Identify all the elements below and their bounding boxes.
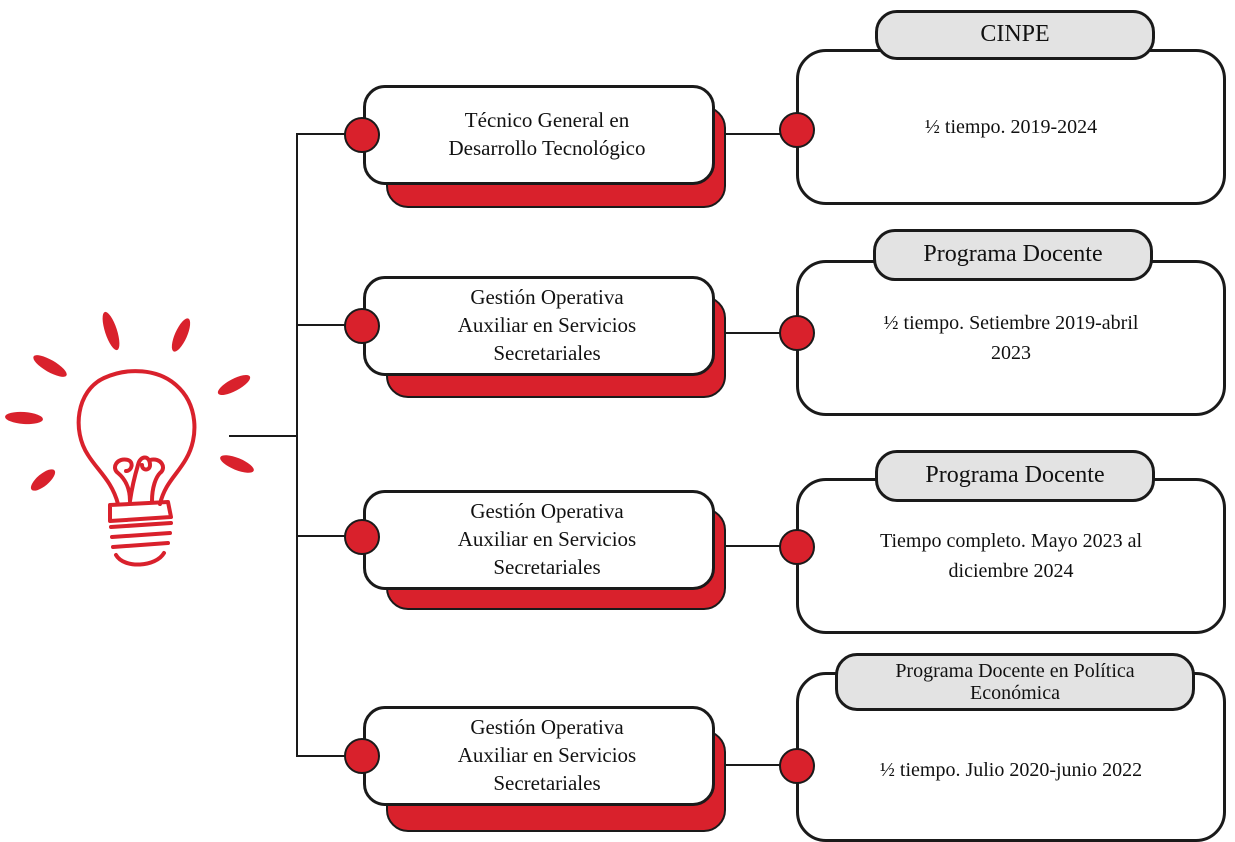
detail-card-text: ½ tiempo. Julio 2020-junio 2022 <box>879 759 1143 781</box>
program-node: Gestión Operativa Auxiliar en Servicios … <box>363 706 715 806</box>
detail-tab-label: Programa Docente <box>925 462 1105 489</box>
program-node: Gestión Operativa Auxiliar en Servicios … <box>363 276 715 376</box>
program-node: Gestión Operativa Auxiliar en Servicios … <box>363 490 715 590</box>
ray-mark <box>30 469 56 491</box>
program-node-label: Gestión Operativa Auxiliar en Servicios … <box>457 499 637 579</box>
node-marker <box>344 308 380 344</box>
ray-mark <box>102 311 120 351</box>
card-marker <box>779 748 815 784</box>
detail-tab: Programa Docente en Política Económica <box>835 653 1195 711</box>
branch-line <box>296 755 360 757</box>
link-line <box>715 133 805 135</box>
detail-card: ½ tiempo. Setiembre 2019-abril 2023 <box>796 260 1226 416</box>
bulb-glass <box>76 369 197 506</box>
trunk-line <box>296 133 298 757</box>
card-marker <box>779 529 815 565</box>
link-line <box>715 764 805 766</box>
node-marker <box>344 738 380 774</box>
ray-mark <box>220 455 254 473</box>
card-marker <box>779 112 815 148</box>
program-node-label: Técnico General en Desarrollo Tecnológic… <box>448 108 646 160</box>
ray-mark <box>171 318 191 352</box>
bulb-base <box>108 500 173 567</box>
ray-mark <box>33 355 67 377</box>
card-marker <box>779 315 815 351</box>
detail-card: Tiempo completo. Mayo 2023 al diciembre … <box>796 478 1226 634</box>
bulb-filament <box>113 455 165 503</box>
ray-mark <box>5 411 43 425</box>
detail-card-text: ½ tiempo. Setiembre 2019-abril 2023 <box>883 312 1139 364</box>
detail-tab-label: CINPE <box>980 21 1050 48</box>
detail-tab: Programa Docente <box>875 450 1155 502</box>
bulb-connector <box>229 435 298 437</box>
branch-line <box>296 324 360 326</box>
program-node-label: Gestión Operativa Auxiliar en Servicios … <box>457 285 637 365</box>
detail-tab: CINPE <box>875 10 1155 60</box>
detail-tab-label: Programa Docente <box>923 241 1103 268</box>
link-line <box>715 545 805 547</box>
link-line <box>715 332 805 334</box>
branch-line <box>296 133 360 135</box>
ray-mark <box>217 375 251 395</box>
node-marker <box>344 117 380 153</box>
program-node-label: Gestión Operativa Auxiliar en Servicios … <box>457 715 637 795</box>
detail-tab-label: Programa Docente en Política Económica <box>895 660 1135 704</box>
node-marker <box>344 519 380 555</box>
program-node: Técnico General en Desarrollo Tecnológic… <box>363 85 715 185</box>
lightbulb-icon <box>5 311 254 567</box>
detail-card-text: Tiempo completo. Mayo 2023 al diciembre … <box>879 530 1143 582</box>
detail-card-text: ½ tiempo. 2019-2024 <box>924 116 1098 138</box>
branch-line <box>296 535 360 537</box>
detail-card: ½ tiempo. 2019-2024 <box>796 49 1226 205</box>
detail-tab: Programa Docente <box>873 229 1153 281</box>
